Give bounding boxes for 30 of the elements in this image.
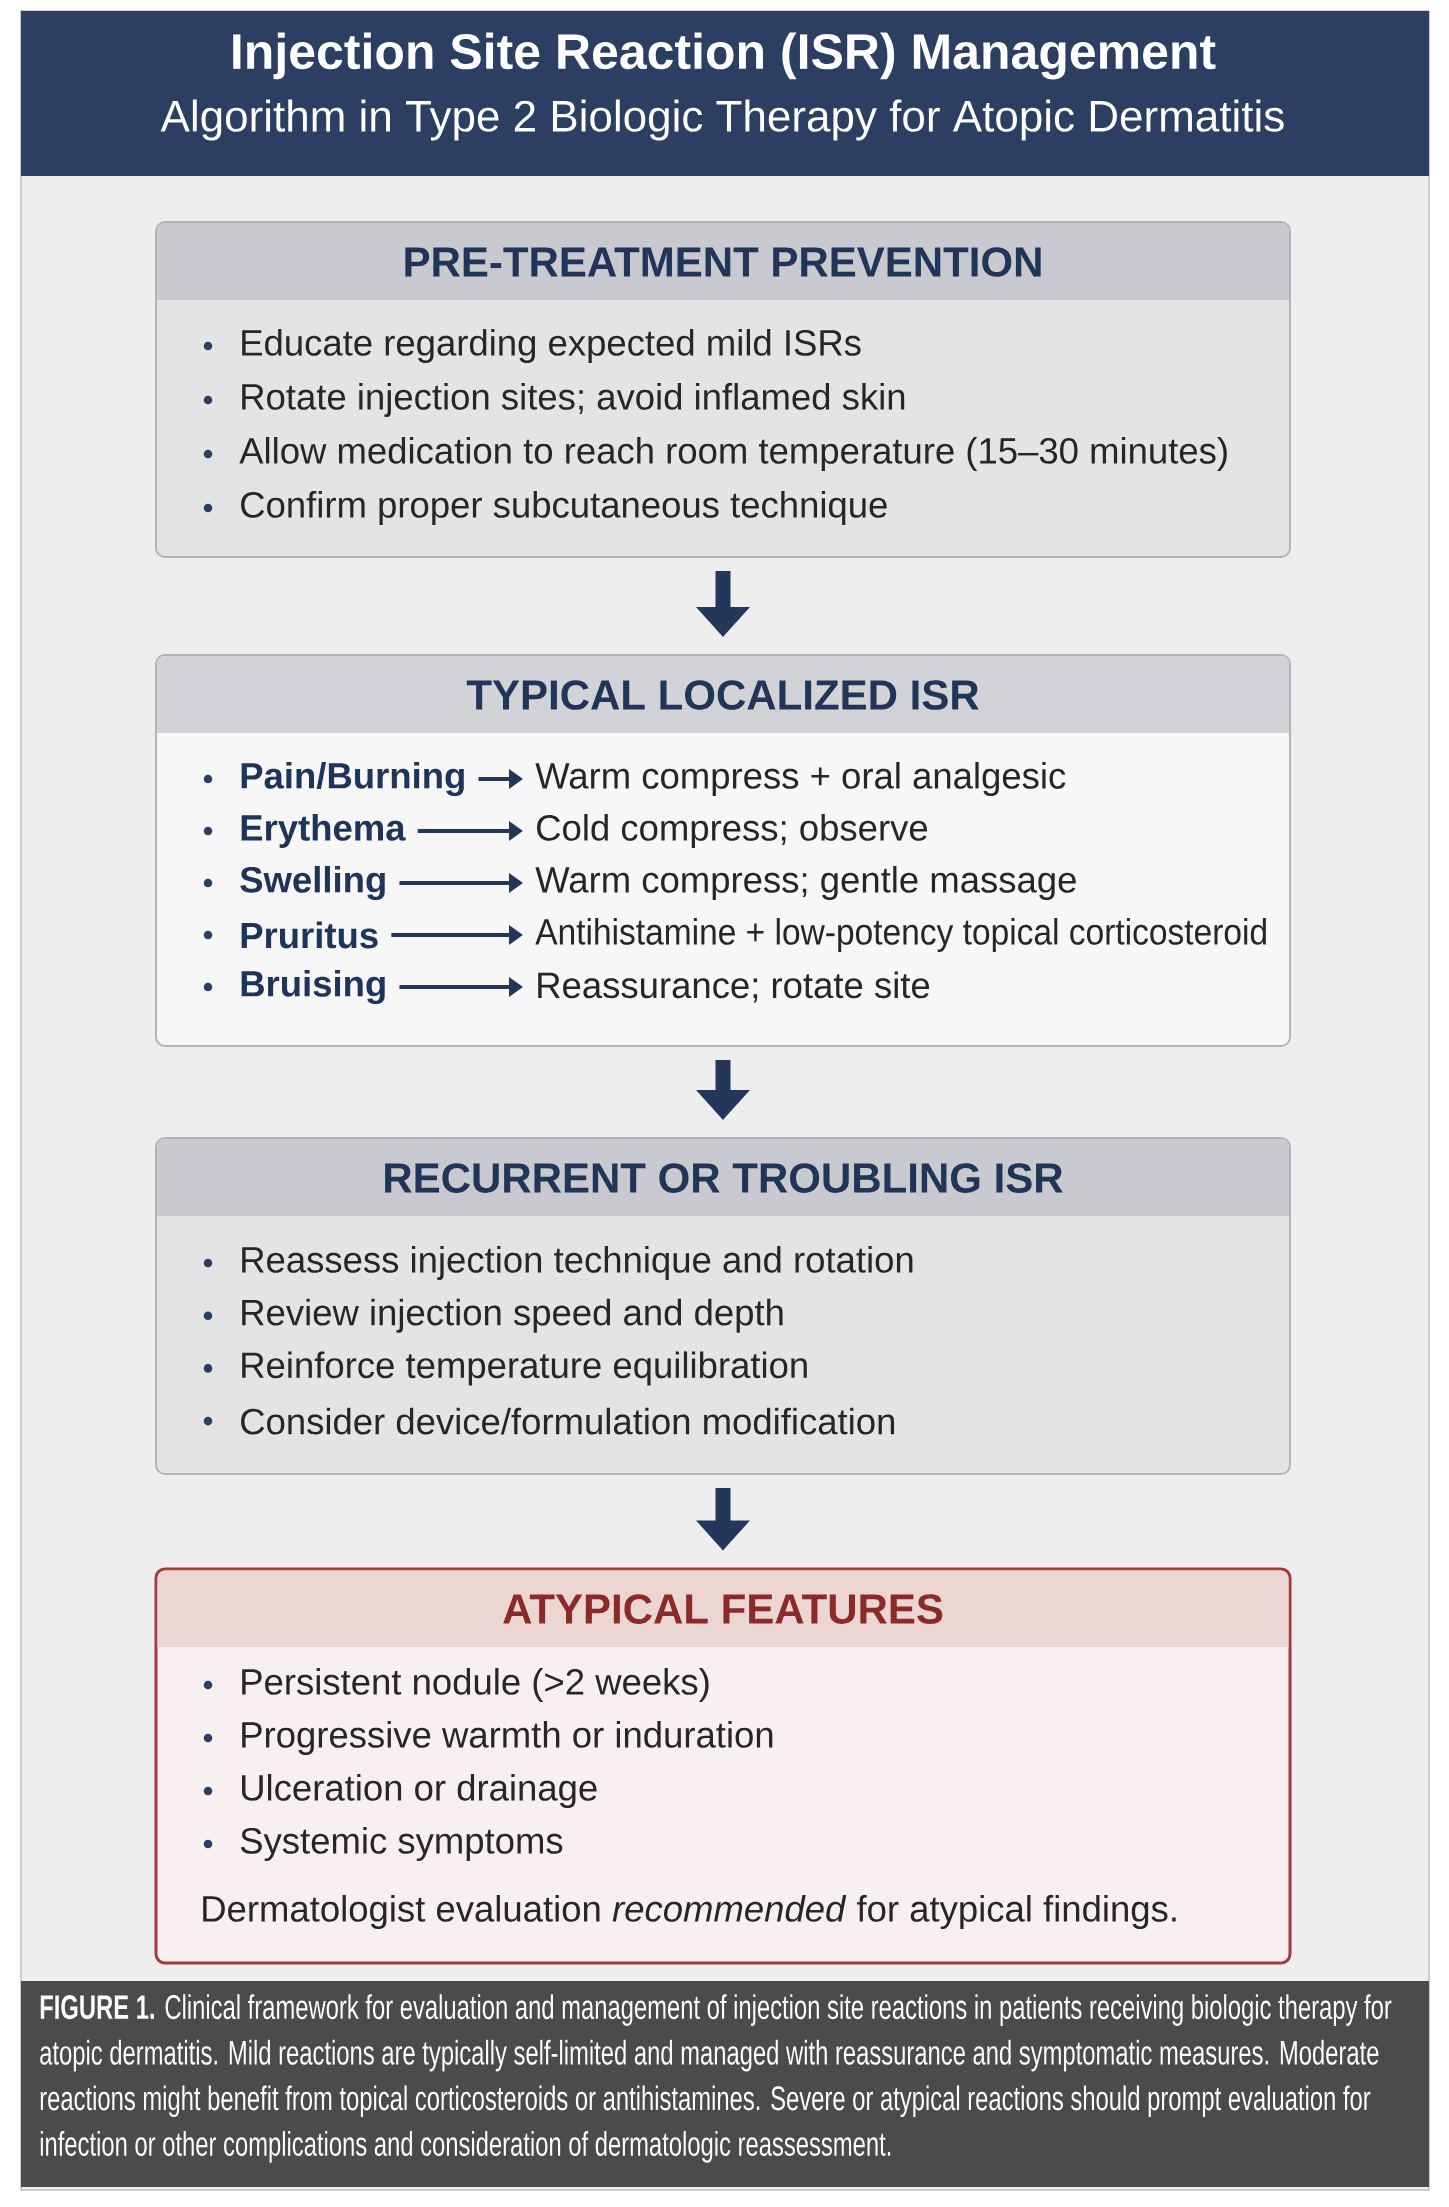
bullet-text: Reassess injection technique and rotation: [242, 1246, 913, 1280]
symptom-label: Bruising: [241, 969, 385, 1005]
symptom-label: Pain/Burning: [241, 761, 464, 797]
section-header: ATYPICAL FEATURES: [157, 1570, 1289, 1647]
symptom-label: Swelling: [240, 865, 385, 901]
bullet-text: Review injection speed and depth: [242, 1298, 783, 1333]
treatment-label: Reassurance; rotate site: [538, 971, 930, 1003]
bullet-text: Allow medication to reach room temperature (15–30 minutes): [239, 437, 1227, 471]
treatment-label: Warm compress; gentle massage: [535, 866, 1076, 900]
bullet-text: Ulceration or drainage: [242, 1774, 597, 1809]
treatment-label: Cold compress; observe: [537, 814, 928, 848]
section-header: TYPICAL LOCALIZED ISR: [157, 656, 1289, 733]
symptom-label: Erythema: [241, 814, 406, 848]
treatment-label: Warm compress + oral analgesic: [535, 762, 1066, 796]
bullet-text: Persistent nodule (>2 weeks): [242, 1668, 709, 1702]
section-header: RECURRENT OR TROUBLING ISR: [157, 1139, 1289, 1216]
symptom-label: Pruritus: [241, 921, 378, 949]
bullet-text: Confirm proper subcutaneous technique: [241, 491, 887, 525]
bullet-text: Progressive warmth or induration: [242, 1721, 773, 1756]
section-header: PRE-TREATMENT PREVENTION: [157, 223, 1289, 300]
note-text: Dermatologist evaluation recommended for atypical findings.: [203, 1895, 1176, 1930]
bullet-text: Educate regarding expected mild ISRs: [242, 329, 861, 363]
treatment-label: Antihistamine + low-potency topical corticosteroid: [535, 918, 1266, 952]
subtitle: Algorithm in Type 2 Biologic Therapy for Atopic Dermatitis: [160, 99, 1284, 141]
bullet-text: Systemic symptoms: [240, 1827, 563, 1862]
bullet-text: Reinforce temperature equilibration: [242, 1351, 807, 1386]
bullet-text: Rotate injection sites; avoid inflamed skin: [242, 383, 905, 417]
title: Injection Site Reaction (ISR) Management: [233, 32, 1216, 80]
figure-caption: FIGURE 1. Clinical framework for evaluation and management of injection site reactions in patients receiving biologic therapy for atopic dermatitis. Mild reactions are typically self-limited and managed with reassurance and symptomatic measures. Moderate reactions might benefit from topical corticosteroids or antihistamines. Severe or atypical reactions should prompt evaluation for infection or other complications and consideration of dermatologic reassessment.: [21, 1981, 1429, 2187]
bullet-text: Consider device/formulation modification: [241, 1407, 894, 1435]
